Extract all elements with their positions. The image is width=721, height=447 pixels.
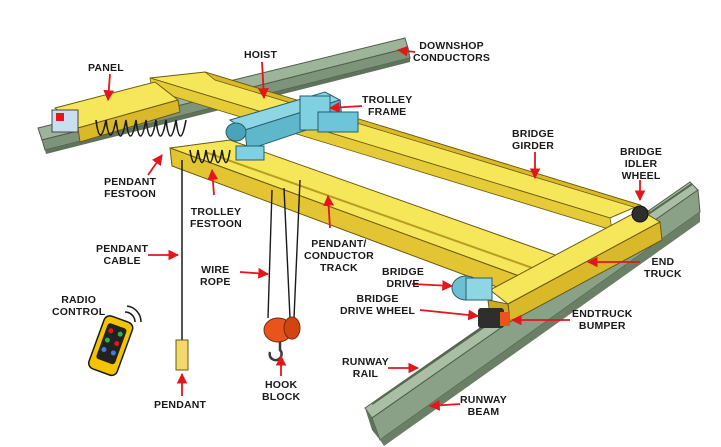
wire-rope: [267, 179, 301, 319]
leader-arrows: [103, 45, 646, 411]
label-hoist: HOIST: [244, 49, 278, 61]
trolley-hoist: [225, 91, 359, 161]
hook-icon: [268, 342, 283, 362]
pendant-station: [175, 339, 189, 371]
radio-remote-icon: [87, 315, 134, 377]
endtruck-bumper: [500, 312, 510, 326]
pendant-festoon: [95, 119, 187, 137]
bridge-drive-motor: [451, 275, 493, 301]
label-pendant: PENDANT: [154, 399, 207, 411]
trolley-festoon: [189, 149, 231, 164]
bridge-idler-wheel: [631, 205, 649, 223]
signal-waves: [124, 305, 142, 323]
hook-block: [263, 316, 301, 362]
bridge-drive-wheel: [478, 308, 504, 328]
control-panel: [51, 109, 79, 133]
label-panel: PANEL: [88, 62, 124, 74]
end-truck-right: [487, 209, 663, 323]
